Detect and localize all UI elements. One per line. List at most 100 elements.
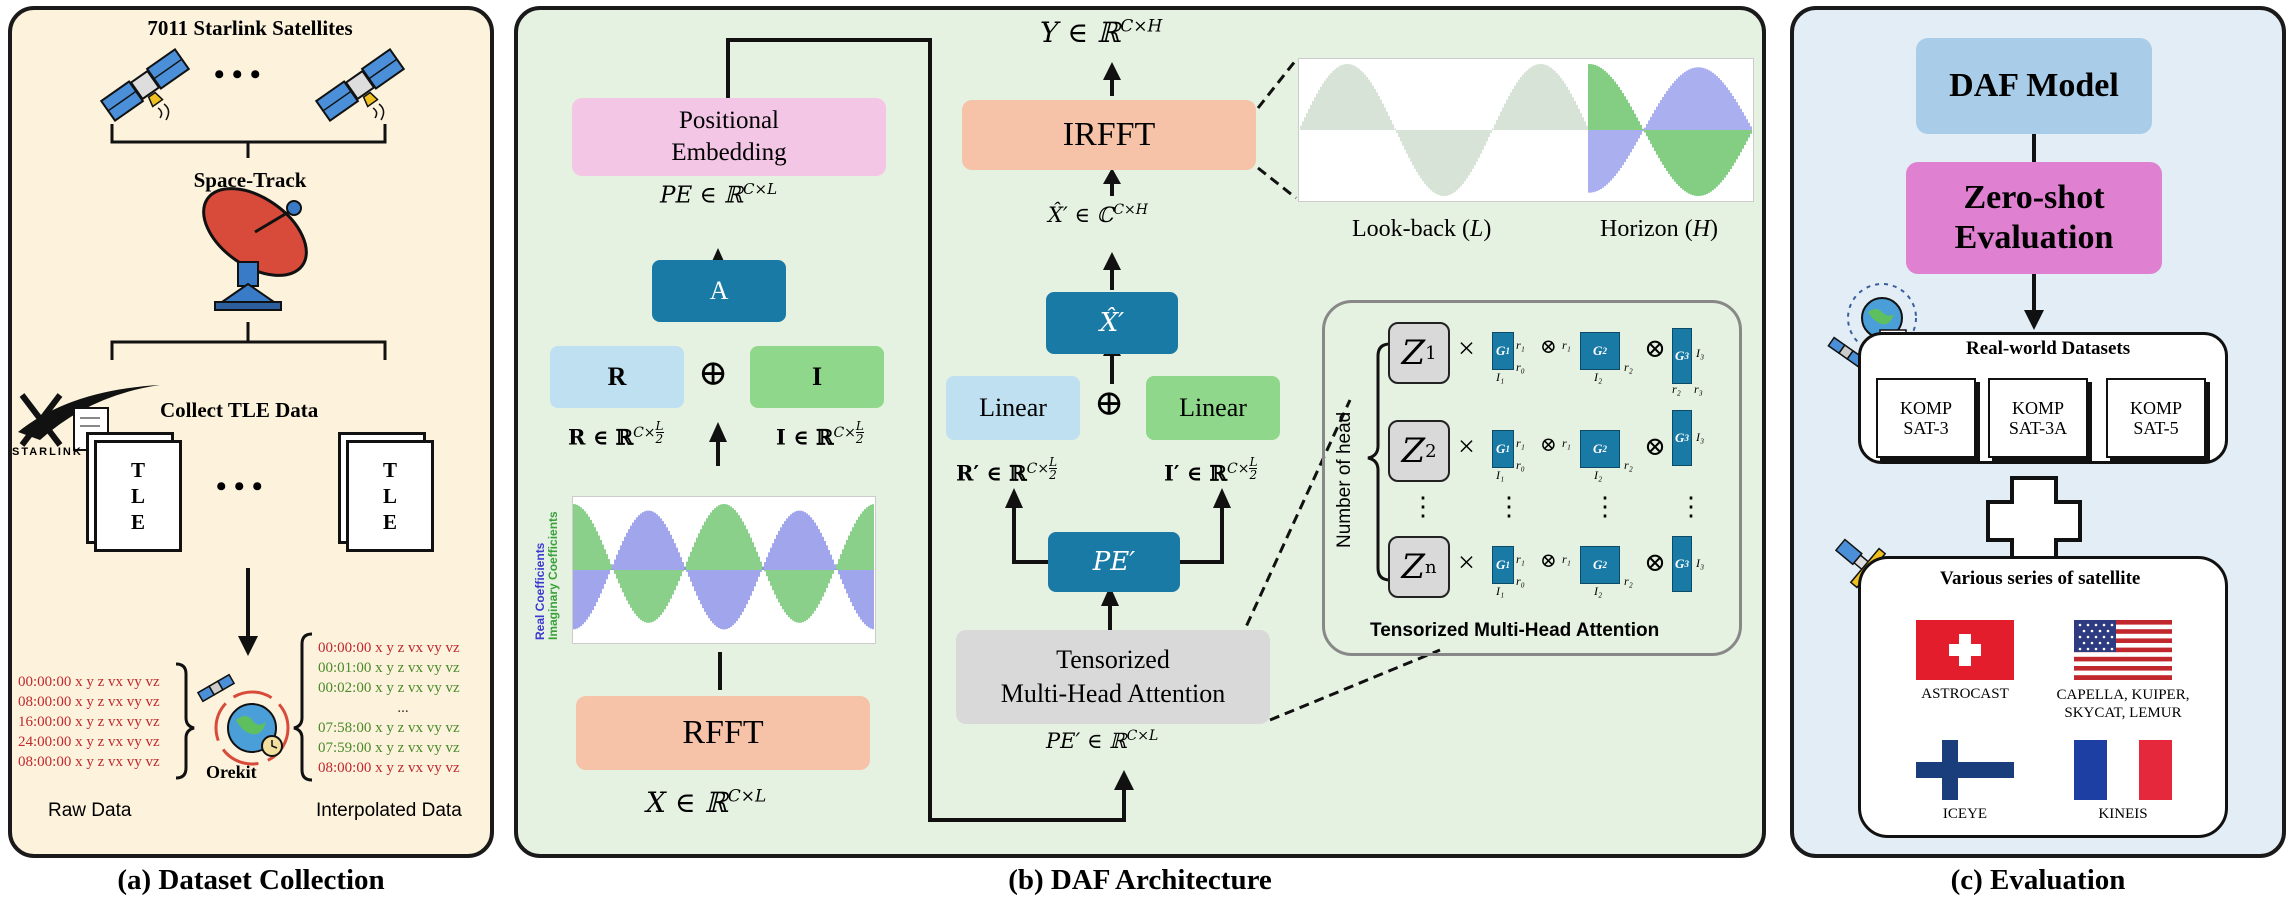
times-symbol: × <box>1458 332 1475 365</box>
rank-r1: r₁ <box>1516 552 1525 566</box>
peprime-box: PE′ <box>1048 532 1180 592</box>
vdots: ⋮ <box>1410 492 1436 521</box>
xhat-equation: X̂′ ∈ ℂC×H <box>1048 202 1148 227</box>
dataset-kompsat-3: KOMP SAT-3 <box>1876 378 1976 458</box>
real-world-datasets-title: Real-world Datasets <box>1966 338 2131 359</box>
ellipsis-tle: • • • <box>216 470 263 503</box>
dim-I2: I₂ <box>1594 468 1603 482</box>
dim-I2: I₂ <box>1594 584 1603 598</box>
raw-data-row: 00:00:00 x y z vx vy vz <box>18 674 160 690</box>
interpolated-data-label: Interpolated Data <box>316 800 462 821</box>
raw-data-row: 08:00:00 x y z vx vy vz <box>18 754 160 770</box>
oplus-right: ⊕ <box>1094 383 1125 423</box>
spectrum-waveform <box>572 504 874 630</box>
forecast-waveform <box>1298 58 1754 202</box>
plus-icon <box>1986 476 2082 566</box>
tensorized-mha-box: Tensorized Multi-Head Attention <box>956 630 1270 724</box>
starlink-logo-icon <box>18 385 160 447</box>
otimes-symbol: ⊗ <box>1540 550 1557 572</box>
otimes-symbol: ⊗ <box>1644 548 1666 577</box>
ellipsis-satellites: • • • <box>214 58 261 91</box>
rank-r1: r₁ <box>1562 552 1571 566</box>
otimes-symbol: ⊗ <box>1644 334 1666 363</box>
raw-data-row: 16:00:00 x y z vx vy vz <box>18 714 160 730</box>
interpolated-data-list: 00:00:00 x y z vx vy vz 00:01:00 x y z v… <box>318 638 488 778</box>
interp-data-row: 00:00:00 x y z vx vy vz <box>318 640 460 656</box>
caption-evaluation: (c) Evaluation <box>1950 864 2126 896</box>
tmha-detail-title: Tensorized Multi-Head Attention <box>1370 620 1660 641</box>
collect-tle-label: Collect TLE Data <box>160 398 319 422</box>
a-matrix-box: A <box>652 260 786 322</box>
dataset-kompsat-5: KOMP SAT-5 <box>2106 378 2206 458</box>
interp-data-row: 00:02:00 x y z vx vy vz <box>318 680 460 696</box>
rank-r1: r₁ <box>1516 436 1525 450</box>
switzerland-flag-icon <box>1916 620 2014 680</box>
rank-r1: r₁ <box>1562 436 1571 450</box>
horizon-label: Horizon (H) <box>1600 216 1718 242</box>
rank-r2: r₂ <box>1624 458 1633 472</box>
tle-document-right: T L E <box>346 440 434 552</box>
otimes-symbol: ⊗ <box>1644 432 1666 461</box>
rank-r1: r₁ <box>1516 338 1525 352</box>
starlink-logo-text: STARLINK <box>12 446 83 458</box>
positional-embedding-box: Positional Embedding <box>572 98 886 176</box>
forecast-waveform-svg <box>1300 64 1752 196</box>
dim-I3: I₃ <box>1696 430 1705 444</box>
otimes-symbol: ⊗ <box>1540 336 1557 358</box>
orekit-globe-icon <box>214 690 290 766</box>
orekit-label: Orekit <box>206 762 257 782</box>
rank-r1: r₁ <box>1562 338 1571 352</box>
small-satellite-icon <box>196 673 236 703</box>
peprime-equation: PE′ ∈ ℝC×L <box>1046 728 1159 753</box>
dim-I3: I₃ <box>1696 556 1705 570</box>
dim-I1: I₁ <box>1496 584 1505 598</box>
finland-flag-icon <box>1916 740 2014 800</box>
vdots: ⋮ <box>1678 492 1704 521</box>
linear-left-box: Linear <box>946 376 1080 440</box>
dim-I3: I₃ <box>1696 346 1705 360</box>
usa-flag-icon <box>2074 620 2172 680</box>
y-equation: Y ∈ ℝC×H <box>1040 16 1163 49</box>
rank-r0: r₀ <box>1516 360 1525 374</box>
flag-label-capella: CAPELLA, KUIPER, SKYCAT, LEMUR <box>2056 687 2190 721</box>
caption-dataset-collection: (a) Dataset Collection <box>117 864 385 896</box>
dim-I2: I₂ <box>1594 370 1603 384</box>
raw-data-row: 24:00:00 x y z vx vy vz <box>18 734 160 750</box>
linear-right-box: Linear <box>1146 376 1280 440</box>
i-box: I <box>750 346 884 408</box>
spectrum-plot <box>572 496 876 644</box>
daf-model-box: DAF Model <box>1916 38 2152 134</box>
satellite-icon <box>314 47 406 123</box>
france-flag-icon <box>2074 740 2172 800</box>
rank-r2: r₂ <box>1624 574 1633 588</box>
space-track-label: Space-Track <box>193 168 307 192</box>
interp-data-row: 08:00:00 x y z vx vy vz <box>318 760 460 776</box>
satellite-dish-icon <box>202 187 308 311</box>
flag-label-astrocast: ASTROCAST <box>1921 686 2009 702</box>
interp-data-row: 07:59:00 x y z vx vy vz <box>318 740 460 756</box>
flag-label-kineis: KINEIS <box>2098 806 2148 822</box>
dataset-kompsat-3a: KOMP SAT-3A <box>1988 378 2088 458</box>
raw-data-list: 00:00:00 x y z vx vy vz 08:00:00 x y z v… <box>18 672 160 772</box>
dim-I1: I₁ <box>1496 370 1505 384</box>
interp-data-row: 07:58:00 x y z vx vy vz <box>318 720 460 736</box>
rank-r0: r₀ <box>1516 458 1525 472</box>
interp-data-row: ... <box>397 700 409 716</box>
rank-r0: r₀ <box>1516 574 1525 588</box>
zero-shot-evaluation-box: Zero-shot Evaluation <box>1906 162 2162 274</box>
interp-data-row: 00:01:00 x y z vx vy vz <box>318 660 460 676</box>
rank-r2: r₂ <box>1624 360 1633 374</box>
